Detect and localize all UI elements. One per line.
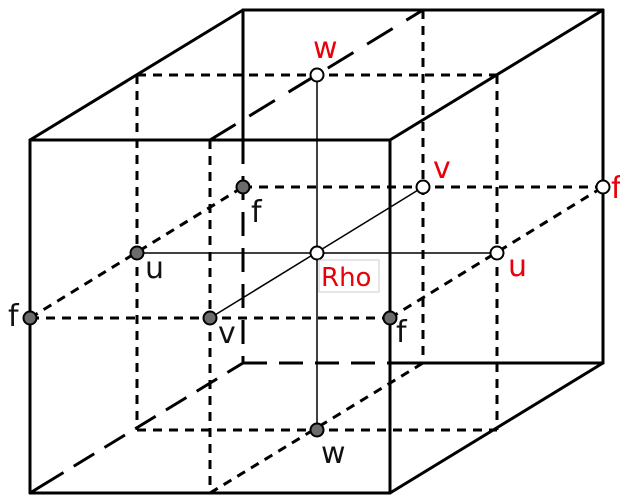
label-f-right: f: [611, 171, 620, 206]
label-v-left: v: [218, 316, 236, 351]
label-f-back: f: [251, 195, 263, 230]
node-f-back: [235, 179, 251, 195]
label-u-right: u: [508, 249, 527, 284]
node-f-front: [382, 310, 398, 326]
node-w-top: [309, 67, 325, 83]
label-rho: Rho: [321, 263, 371, 293]
label-f-front: f: [396, 315, 408, 350]
cube-hidden-mid-top-line: [209, 8, 424, 142]
node-rho-center: [309, 245, 325, 261]
node-v-right: [415, 179, 431, 195]
label-f-left: f: [8, 299, 20, 334]
rho-label-box: [318, 259, 380, 293]
dashed-line-left-diagonal: [29, 185, 244, 320]
label-v-right: v: [433, 151, 451, 186]
node-v-left: [202, 310, 218, 326]
label-w-bottom: w: [321, 436, 346, 471]
label-u-left: u: [145, 251, 164, 286]
node-w-bottom: [309, 422, 325, 438]
node-f-right: [595, 179, 611, 195]
dashed-line-right-diagonal: [389, 185, 604, 320]
label-w-top: w: [313, 31, 338, 66]
cube-hidden-bottom-left-edge: [42, 361, 244, 487]
node-f-left: [22, 310, 38, 326]
cube-bottom-left-edge-visible: [28, 483, 45, 495]
node-u-right: [489, 245, 505, 261]
node-u-left: [129, 245, 145, 261]
